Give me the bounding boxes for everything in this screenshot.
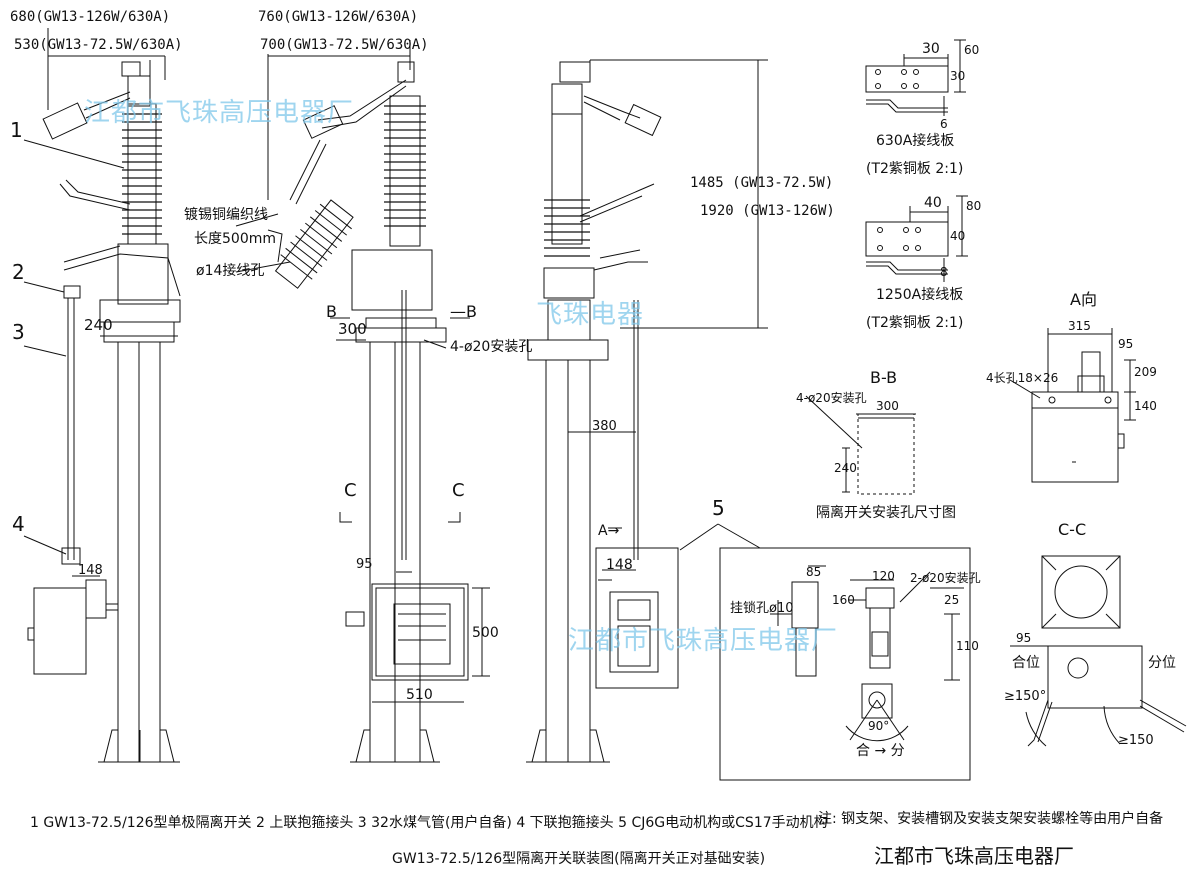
plate630-material: (T2紫铜板 2:1) [866, 161, 964, 177]
hole20-label: 4-ø20安装孔 [450, 339, 533, 355]
detail5-dim-160: 160 [832, 593, 855, 607]
callout-5: 5 [712, 496, 725, 520]
dim-530: 530(GW13-72.5W/630A) [14, 37, 183, 53]
detail5-dim-85: 85 [806, 565, 822, 579]
view-a-dim-95: 95 [1118, 337, 1134, 351]
plate-1250 [865, 195, 968, 282]
left-assembly [23, 28, 181, 763]
section-c-right: C [452, 480, 465, 501]
angle-150: ≥150 [1118, 733, 1154, 748]
callout-2: 2 [12, 260, 25, 284]
dim-240: 240 [84, 316, 113, 334]
cc-title: C-C [1058, 520, 1087, 539]
braid-label: 镀锡铜编织线 [184, 207, 268, 223]
slot-label: 4长孔18×26 [986, 371, 1059, 385]
install-hole-label: 2-ø20安装孔 [910, 571, 981, 585]
view-a-dim-140: 140 [1134, 399, 1157, 413]
detail5-dim-110: 110 [956, 639, 979, 653]
dim-148-left: 148 [78, 563, 103, 578]
bb-detail [805, 395, 916, 495]
dim-1920: 1920 (GW13-126W) [700, 203, 835, 219]
cc-dim-95: 95 [1016, 631, 1032, 645]
dim-500: 500 [472, 625, 499, 641]
plate1250-dim-8: 8 [940, 265, 948, 279]
drawing-title: GW13-72.5/126型隔离开关联装图(隔离开关正对基础安装) [392, 851, 766, 867]
close-position: 合位 [1012, 655, 1040, 671]
callout-4: 4 [12, 512, 25, 536]
dim-510: 510 [406, 687, 433, 703]
middle-assembly [235, 40, 490, 763]
plate630-title: 630A接线板 [876, 133, 955, 149]
bb-dim-240: 240 [834, 461, 857, 475]
callout-3: 3 [12, 320, 25, 344]
detail-5-box [719, 547, 971, 781]
dim-1485: 1485 (GW13-72.5W) [690, 175, 834, 191]
company-name: 江都市飞珠高压电器厂 [874, 844, 1074, 868]
plate1250-title: 1250A接线板 [876, 287, 964, 303]
plate630-dim-30a: 30 [922, 41, 940, 57]
plate1250-dim-40b: 40 [950, 229, 966, 243]
dim-700: 700(GW13-72.5W/630A) [260, 37, 429, 53]
watermark-middle: 飞珠电器 [536, 300, 645, 330]
bb-dim-300: 300 [876, 399, 899, 413]
view-a-title: A向 [1070, 290, 1097, 309]
open-position: 分位 [1148, 655, 1176, 671]
dim-680: 680(GW13-126W/630A) [10, 9, 171, 25]
watermark-top: 江都市飞珠高压电器厂 [84, 98, 355, 128]
parts-legend: 1 GW13-72.5/126型单极隔离开关 2 上联抱箍接头 3 32水煤气管… [30, 815, 828, 831]
bb-caption: 隔离开关安装孔尺寸图 [816, 505, 956, 521]
dim-95-mid: 95 [356, 557, 373, 572]
plate630-dim-60: 60 [964, 43, 980, 57]
callout-1: 1 [10, 118, 23, 142]
view-a-arrow: A→ [598, 523, 620, 539]
plate630-dim-30b: 30 [950, 69, 966, 83]
dim-148-right: 148 [606, 557, 633, 573]
bb-hole-label: 4-ø20安装孔 [796, 391, 867, 405]
lock-hole-label: 挂锁孔ø10 [730, 601, 794, 616]
dim-300: 300 [338, 320, 367, 338]
section-c-left: C [344, 480, 357, 501]
detail5-dim-25: 25 [944, 593, 960, 607]
plate630-dim-6: 6 [940, 117, 948, 131]
plate1250-material: (T2紫铜板 2:1) [866, 315, 964, 331]
view-a [1009, 328, 1136, 483]
dim-380: 380 [592, 419, 617, 434]
section-b-left: B [326, 302, 337, 321]
angle-150-deg: ≥150° [1004, 689, 1047, 704]
close-open-label: 合 → 分 [856, 743, 905, 759]
plate1250-dim-80: 80 [966, 199, 982, 213]
dim-760: 760(GW13-126W/630A) [258, 9, 419, 25]
cc-detail [1010, 555, 1187, 747]
plate-630 [865, 39, 966, 116]
plate1250-dim-40a: 40 [924, 195, 942, 211]
section-b-right: —B [450, 302, 477, 321]
braid-length-label: 长度500mm [194, 231, 276, 247]
view-a-dim-209: 209 [1134, 365, 1157, 379]
right-assembly [526, 59, 768, 763]
view-a-dim-315: 315 [1068, 319, 1091, 333]
bb-title: B-B [870, 368, 898, 387]
note: 注: 钢支架、安装槽钢及安装支架安装螺栓等由用户自备 [818, 811, 1164, 827]
angle-90: 90° [868, 719, 890, 733]
hole14-label: ø14接线孔 [196, 263, 265, 279]
detail5-dim-120: 120 [872, 569, 895, 583]
watermark-bottom: 江都市飞珠高压电器厂 [568, 626, 839, 656]
